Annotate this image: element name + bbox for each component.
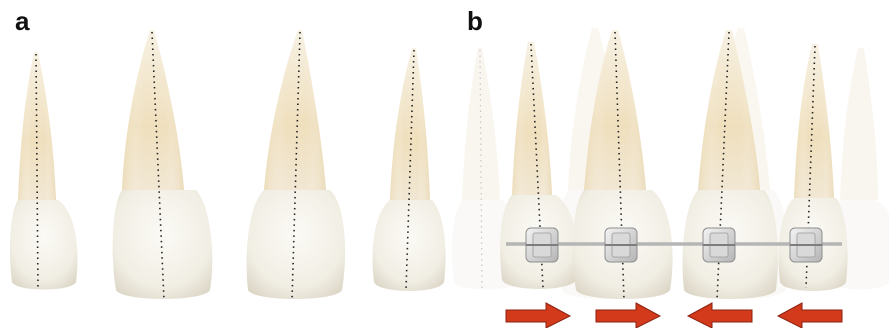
arrow-right-icon <box>596 303 660 328</box>
orthodontic-bracket-icon <box>605 228 637 262</box>
panel-a <box>10 30 446 300</box>
arrow-right-icon <box>506 303 570 328</box>
tooth-icon <box>113 30 213 300</box>
tooth-icon <box>247 30 346 300</box>
panel-b <box>452 28 889 328</box>
arrow-left-icon <box>688 303 752 328</box>
tooth-icon <box>10 52 77 290</box>
orthodontic-bracket-icon <box>526 228 558 262</box>
orthodontic-bracket-icon <box>790 228 822 262</box>
tooth-icon <box>373 48 446 291</box>
orthodontic-bracket-icon <box>703 228 735 262</box>
arrow-left-icon <box>778 303 842 328</box>
